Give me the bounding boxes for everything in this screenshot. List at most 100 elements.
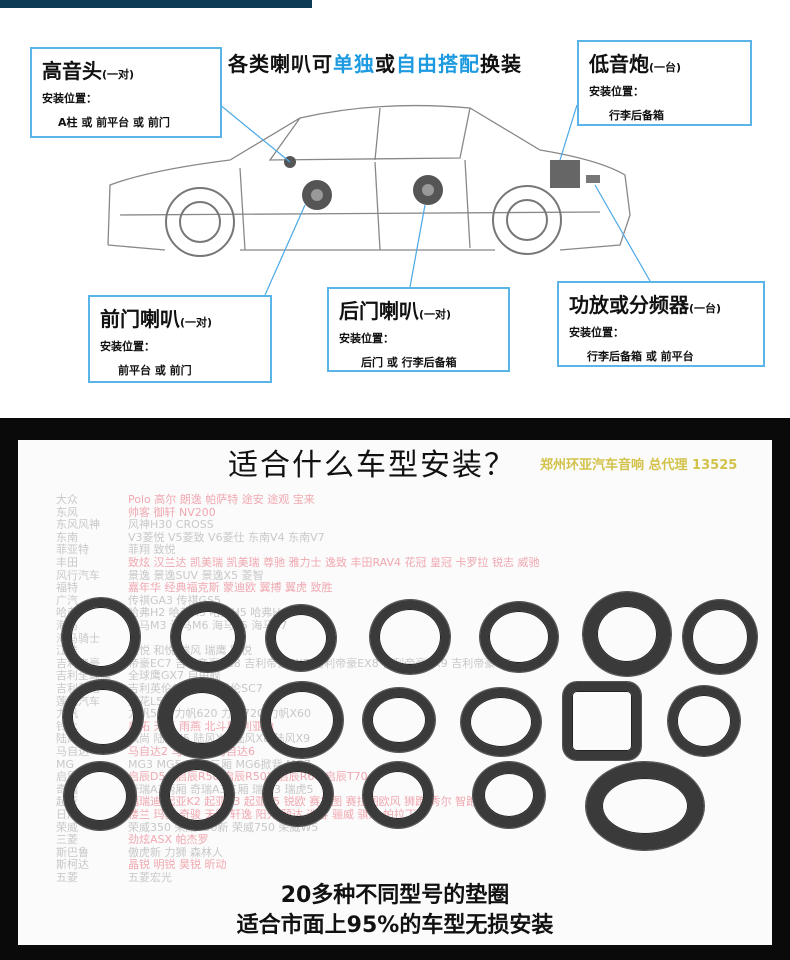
car-models: 劲炫ASX 帕杰罗 [128,833,209,847]
car-models: V3菱悦 V5菱致 V6菱仕 东南V4 东南V7 [128,530,325,544]
car-models: 菲翔 致悦 [128,543,176,557]
spacer-ring [461,688,541,756]
spacer-ring [64,762,136,830]
car-list-row: 福特 嘉年华 经典福克斯 蒙迪欧 翼搏 翼虎 致胜 [56,582,332,594]
car-list-row: 东南 V3菱悦 V5菱致 V6菱仕 东南V4 东南V7 [56,530,325,544]
amplifier-icon [586,175,600,183]
spacer-ring [261,682,343,758]
car-list-row: 东风 帅客 御轩 NV200 [56,505,216,519]
spacer-ring [370,600,450,674]
callout-subwoofer: 低音炮(一台) 安装位置： 行李后备箱 [577,40,752,126]
callout-front-door: 前门喇叭(一对) 安装位置： 前平台 或 前门 [88,295,272,383]
car-models: 风神H30 CROSS [128,518,214,532]
question-heading: 适合什么车型安装？ [228,448,516,483]
install-location: 后门 或 行李后备箱 [361,356,457,369]
spacer-ring [263,762,333,826]
headline-text: 各类喇叭可 [228,52,333,76]
spacer-ring [480,602,558,672]
callout-qty: (一对) [419,308,452,321]
car-brand: 马自达 [56,745,89,758]
callout-title: 后门喇叭 [339,299,419,323]
headline-highlight: 自由搭配 [396,52,480,76]
car-list-row: 东风风神 风神H30 CROSS [56,519,214,531]
car-brand: MG [56,757,75,771]
spacer-ring [683,600,757,674]
caption-line-2: 适合市面上95%的车型无损安装 [236,913,554,938]
spacer-ring [363,688,435,752]
spacer-ring [158,678,246,758]
car-models: 晶锐 明锐 昊锐 昕动 [128,858,227,872]
callout-title: 功放或分频器 [569,293,689,317]
car-models: 五菱宏光 [128,871,172,884]
car-illustration [107,99,651,296]
callout-title: 低音炮 [589,52,649,76]
car-brand: 福特 [56,581,78,595]
car-list-row: 斯柯达 晶锐 明锐 昊锐 昕动 [56,859,227,871]
car-brand: 菲亚特 [56,543,89,557]
speaker-icon [284,156,443,210]
car-brand: 大众 [56,493,78,506]
callout-qty: (一对) [180,316,213,329]
car-list-row: 风行汽车 景逸 景逸SUV 景逸X5 菱智 [56,568,264,582]
headline-highlight: 单独 [333,52,375,76]
car-brand: 东风 [56,505,78,519]
car-brand: 三菱 [56,833,78,847]
install-label: 安装位置： [100,340,155,353]
headline: 各类喇叭可单独或自由搭配换装 [228,48,522,77]
car-brand: 斯柯达 [56,858,89,872]
compatibility-section: 适合什么车型安装？ 郑州环亚汽车音响 总代理 13525 大众 Polo 高尔 朗… [0,418,790,960]
install-location: 前平台 或 前门 [118,364,192,377]
callout-qty: (一对) [102,68,135,81]
car-models: Polo 高尔 朗逸 帕萨特 途安 途观 宝来 [128,493,315,506]
install-location: A柱 或 前平台 或 前门 [58,116,170,129]
car-brand: 丰田 [56,556,78,569]
spacer-ring [62,598,140,676]
spacer-ring [668,686,740,756]
callout-tweeter: 高音头(一对) 安装位置： A柱 或 前平台 或 前门 [30,47,222,138]
spacer-ring [266,605,336,671]
car-brand: 斯巴鲁 [56,845,89,859]
car-list-row: 斯巴鲁 傲虎新 力狮 森林人 [56,845,223,859]
car-models: 致炫 汉兰达 凯美瑞 凯美瑞 尊驰 雅力士 逸致 丰田RAV4 花冠 皇冠 卡罗… [128,556,540,569]
caption-line-1: 20多种不同型号的垫圈 [280,883,510,908]
car-models: 嘉年华 经典福克斯 蒙迪欧 翼搏 翼虎 致胜 [128,581,333,595]
callout-title: 前门喇叭 [100,307,180,331]
wheel-rear [492,185,562,255]
car-brand: 风行汽车 [56,568,100,582]
spacer-ring [583,592,671,676]
car-models: 傲虎新 力狮 森林人 [128,845,223,859]
callout-qty: (一台) [689,302,722,315]
car-list-row: 丰田 致炫 汉兰达 凯美瑞 凯美瑞 尊驰 雅力士 逸致 丰田RAV4 花冠 皇冠 … [56,557,540,569]
callout-lines [213,99,651,296]
car-models: 帅客 御轩 NV200 [128,505,216,519]
spacer-ring [363,762,433,828]
headline-text: 换装 [480,52,522,76]
car-list-row: 五菱 五菱宏光 [56,872,172,884]
install-label: 安装位置： [339,332,394,345]
wheel-front [165,187,235,257]
spacer-ring [586,762,704,850]
spacer-ring [63,680,143,754]
spacer-ring [171,602,245,672]
compatibility-panel: 适合什么车型安装？ 郑州环亚汽车音响 总代理 13525 大众 Polo 高尔 朗… [18,440,772,945]
car-brand: 荣威 [56,820,78,834]
car-brand: 东风风神 [56,518,100,532]
spacer-ring [473,762,545,828]
callout-title: 高音头 [42,59,102,83]
install-label: 安装位置： [42,92,97,105]
install-location: 行李后备箱 [609,109,664,122]
headline-text: 或 [375,52,396,76]
spacer-ring [160,760,234,830]
install-label: 安装位置： [589,85,644,98]
spacer-ring [563,682,641,760]
speaker-installation-diagram: 各类喇叭可单独或自由搭配换装 高音头(一对) 安装位置： A柱 或 前平台 或 … [0,0,790,418]
header-bar [0,0,312,8]
car-list-row: 菲亚特 菲翔 致悦 [56,544,176,556]
car-brand: 东南 [56,530,78,544]
watermark: 郑州环亚汽车音响 总代理 13525 [540,458,738,473]
install-location: 行李后备箱 或 前平台 [587,350,694,363]
callout-rear-door: 后门喇叭(一对) 安装位置： 后门 或 行李后备箱 [327,287,510,372]
car-brand: 广汽 [56,593,78,607]
car-models: 景逸 景逸SUV 景逸X5 菱智 [128,568,264,582]
car-brand: 五菱 [56,871,78,884]
